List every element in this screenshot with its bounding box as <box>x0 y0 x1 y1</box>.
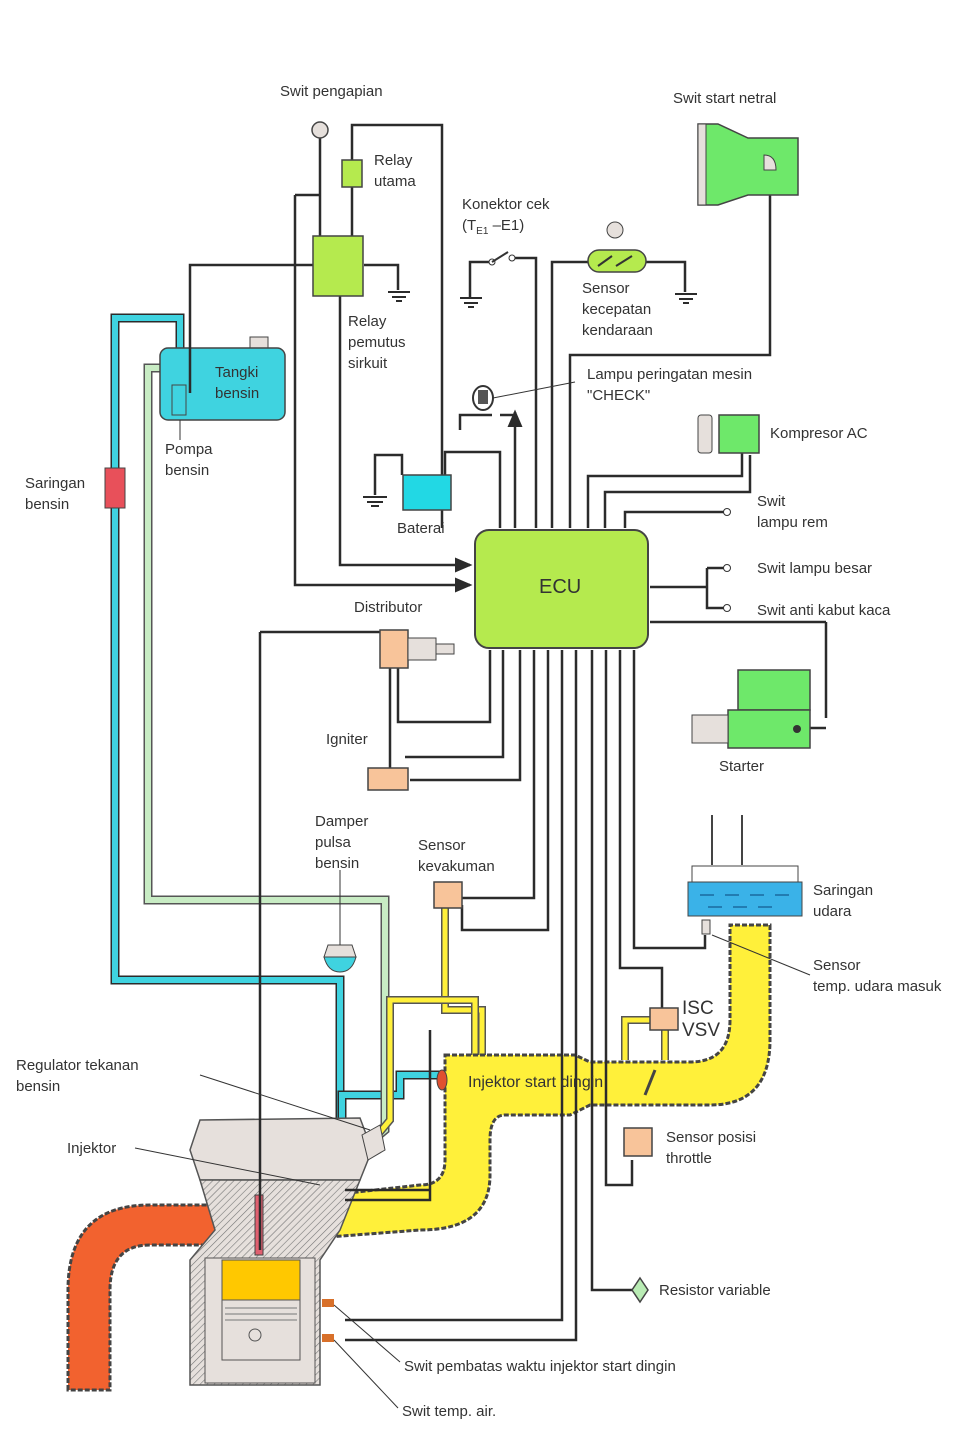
label-line: bensin <box>25 496 70 513</box>
label-sensor-temp-udara: Sensor temp. udara masuk <box>813 955 941 997</box>
air-filter <box>687 815 803 935</box>
label-swit-start-netral: Swit start netral <box>673 90 777 107</box>
battery <box>402 474 452 511</box>
label-starter: Starter <box>719 758 765 775</box>
label-igniter: Igniter <box>326 731 368 748</box>
ecu <box>474 529 649 649</box>
ground-symbols <box>363 291 697 507</box>
label-resistor-variable: Resistor variable <box>659 1282 771 1299</box>
label-swit-temp-air: Swit temp. air. <box>402 1403 497 1420</box>
label-swit-anti-kabut: Swit anti kabut kaca <box>757 602 891 619</box>
label-ecu: ECU <box>539 576 582 598</box>
label-line: Sensor <box>582 280 630 297</box>
label-line: pulsa <box>315 834 351 851</box>
label-konektor-cek: Konektor cek (TE1 –E1) <box>462 194 550 242</box>
label-injektor: Injektor <box>67 1140 117 1157</box>
label-swit-pembatas: Swit pembatas waktu injektor start dingi… <box>404 1358 676 1375</box>
label-isc-vsv: ISC VSV <box>682 998 720 1042</box>
fuel-return-line <box>143 363 390 1159</box>
label-part: –E1) <box>488 217 525 234</box>
label-line: (TE1 –E1) <box>462 215 550 242</box>
label-baterai: Baterai <box>397 520 445 537</box>
label-line: Tangki <box>215 364 259 381</box>
speed-sensor <box>587 221 647 273</box>
fuel-filter <box>104 467 126 509</box>
ignition-switch <box>311 121 329 139</box>
label-line: bensin <box>215 385 260 402</box>
label-distributor: Distributor <box>354 599 423 616</box>
label-line: Sensor <box>813 957 861 974</box>
neutral-start-switch <box>697 123 799 206</box>
label-line: sirkuit <box>348 355 388 372</box>
label-line: lampu rem <box>757 514 828 531</box>
label-swit-lampu-besar: Swit lampu besar <box>757 560 873 577</box>
label-line: kendaraan <box>582 322 653 339</box>
label-line: Saringan <box>813 882 874 899</box>
starter-motor <box>691 669 811 749</box>
label-pompa-bensin: Pompa bensin <box>165 439 213 481</box>
main-relay <box>341 159 363 188</box>
distributor <box>379 629 455 669</box>
vacuum-sensor <box>433 881 463 909</box>
label-swit-pengapian: Swit pengapian <box>280 83 383 100</box>
ac-compressor <box>697 414 760 454</box>
label-line: "CHECK" <box>587 387 651 404</box>
label-saringan-udara: Saringan udara <box>813 880 873 922</box>
label-line: Regulator tekanan <box>16 1057 139 1074</box>
label-line: pemutus <box>348 334 406 351</box>
label-saringan-bensin: Saringan bensin <box>25 473 85 515</box>
label-line: kevakuman <box>418 858 495 875</box>
check-lamp <box>472 381 576 411</box>
label-sensor-kevakuman: Sensor kevakuman <box>418 835 495 877</box>
label-line: Sensor <box>418 837 466 854</box>
label-regulator: Regulator tekanan bensin <box>16 1055 139 1097</box>
label-relay-utama: Relay utama <box>374 150 416 192</box>
label-swit-lampu-rem: Swit lampu rem <box>757 491 828 533</box>
isc-vsv <box>649 1007 679 1031</box>
label-line: udara <box>813 903 852 920</box>
label-line: Damper <box>315 813 369 830</box>
label-line: VSV <box>682 1020 721 1041</box>
label-line: Relay <box>348 313 387 330</box>
label-line: bensin <box>165 462 210 479</box>
label-lampu-peringatan: Lampu peringatan mesin "CHECK" <box>587 364 752 406</box>
label-line: Relay <box>374 152 413 169</box>
label-line: bensin <box>16 1078 61 1095</box>
label-subscript: E1 <box>476 226 489 237</box>
regulator-body <box>361 1124 386 1161</box>
engine-cylinder <box>189 1069 448 1386</box>
exhaust-pipe <box>66 1203 237 1392</box>
label-line: Saringan <box>25 475 86 492</box>
label-line: Swit <box>757 493 786 510</box>
label-line: utama <box>374 173 416 190</box>
cold-start-injector-body <box>436 1069 448 1091</box>
label-line: throttle <box>666 1150 712 1167</box>
label-line: bensin <box>315 855 360 872</box>
circuit-opening-relay <box>312 235 364 297</box>
label-kompresor-ac: Kompresor AC <box>770 425 868 442</box>
throttle-position-sensor <box>623 1127 653 1157</box>
label-sensor-posisi-throttle: Sensor posisi throttle <box>666 1127 756 1169</box>
label-part: (T <box>462 217 477 234</box>
fuel-supply-line <box>110 313 440 1170</box>
label-line: temp. udara masuk <box>813 978 942 995</box>
label-line: Konektor cek <box>462 196 550 213</box>
label-line: Sensor posisi <box>666 1129 757 1146</box>
wiring <box>188 123 828 1342</box>
label-line: Pompa <box>165 441 213 458</box>
label-relay-pemutus-sirkuit: Relay pemutus sirkuit <box>348 311 406 374</box>
label-tangki-bensin: Tangki bensin <box>215 362 259 404</box>
label-line: ISC <box>682 998 714 1019</box>
label-line: kecepatan <box>582 301 652 318</box>
pulse-damper <box>323 870 357 973</box>
label-damper-pulsa: Damper pulsa bensin <box>315 811 368 874</box>
label-line: Lampu peringatan mesin <box>587 366 753 383</box>
variable-resistor <box>631 1276 649 1304</box>
label-sensor-kecepatan: Sensor kecepatan kendaraan <box>582 278 653 341</box>
label-injektor-start-dingin: Injektor start dingin <box>468 1074 604 1091</box>
igniter <box>367 767 409 791</box>
